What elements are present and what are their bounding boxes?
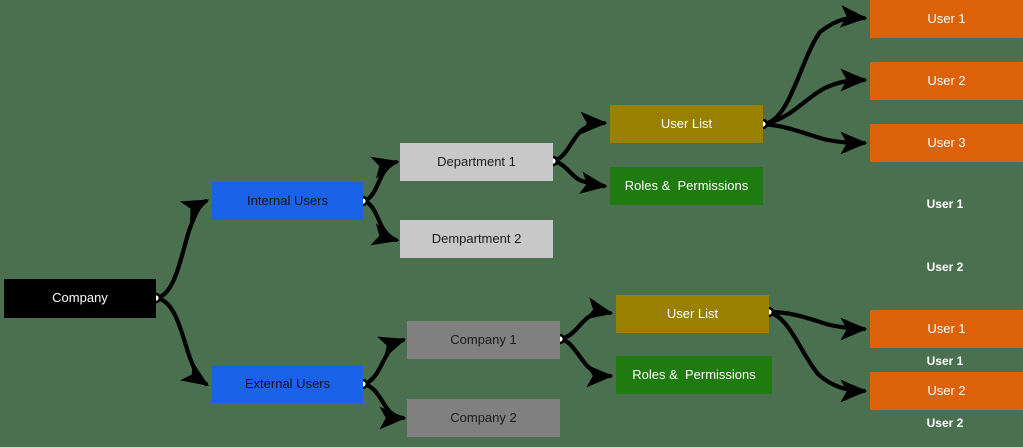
node-internal[interactable]: Internal Users	[212, 182, 363, 220]
node-user1-top[interactable]: User 1	[870, 0, 1023, 38]
node-userlist-bottom[interactable]: User List	[616, 295, 769, 333]
edge-dept1-to-roles-top	[550, 158, 608, 194]
floating-label-text: User 1	[926, 354, 964, 368]
edge-company1-to-userlist-bottom	[557, 297, 614, 342]
node-company1[interactable]: Company 1	[407, 321, 560, 359]
edge-paths	[153, 5, 868, 430]
node-label: Company 2	[450, 409, 517, 425]
floating-label-text: User 2	[926, 416, 964, 430]
floating-label-text: User 1	[926, 197, 964, 211]
edge-userlist-top-to-user3-top	[760, 121, 868, 155]
floating-label-float-user2-a: User 2	[905, 258, 985, 276]
node-label: Internal Users	[247, 192, 328, 208]
floating-label-text: User 2	[926, 260, 964, 274]
edge-internal-to-dept2	[360, 198, 400, 246]
node-external[interactable]: External Users	[212, 365, 363, 403]
node-label: User List	[666, 305, 719, 321]
node-user2-top[interactable]: User 2	[870, 62, 1023, 100]
node-user2-bottom[interactable]: User 2	[870, 372, 1023, 410]
node-label: Roles & Permissions	[624, 177, 749, 193]
edge-internal-to-dept1	[360, 156, 400, 204]
node-label: User 2	[927, 382, 966, 398]
node-label: Company 1	[450, 331, 517, 347]
node-roles-bottom[interactable]: Roles & Permissions	[616, 356, 772, 394]
node-label: User 3	[927, 134, 966, 150]
node-dept1[interactable]: Department 1	[400, 143, 553, 181]
node-dept2[interactable]: Dempartment 2	[400, 220, 553, 258]
node-label: Roles & Permissions	[632, 366, 756, 382]
node-label: Dempartment 2	[431, 230, 522, 246]
node-label: User List	[660, 115, 713, 131]
edge-external-to-company2	[360, 381, 407, 430]
floating-label-float-user1-b: User 1	[905, 352, 985, 370]
node-roles-top[interactable]: Roles & Permissions	[610, 167, 763, 205]
floating-label-float-user2-b: User 2	[905, 414, 985, 432]
edge-company-to-internal	[153, 198, 210, 301]
edge-dept1-to-userlist-top	[550, 111, 608, 164]
node-label: User 1	[927, 320, 966, 336]
edge-userlist-top-to-user2-top	[760, 68, 868, 127]
node-label: Company	[52, 290, 108, 306]
edge-external-to-company1	[360, 336, 407, 387]
node-user3-top[interactable]: User 3	[870, 124, 1023, 162]
edge-userlist-bottom-to-user2-bottom	[766, 309, 868, 403]
node-user1-bottom[interactable]: User 1	[870, 310, 1023, 348]
node-company[interactable]: Company	[4, 279, 156, 318]
edge-userlist-bottom-to-user1-bottom	[766, 309, 868, 341]
node-company2[interactable]: Company 2	[407, 399, 560, 437]
node-label: External Users	[244, 375, 331, 391]
node-label: User 1	[927, 10, 966, 26]
floating-label-float-user1-a: User 1	[905, 195, 985, 213]
edge-company-to-external	[153, 295, 209, 387]
edge-userlist-top-to-user1-top	[760, 5, 868, 127]
node-label: User 2	[927, 72, 966, 88]
edge-company1-to-roles-bottom	[557, 336, 614, 388]
node-userlist-top[interactable]: User List	[610, 105, 763, 143]
node-label: Department 1	[437, 153, 516, 169]
